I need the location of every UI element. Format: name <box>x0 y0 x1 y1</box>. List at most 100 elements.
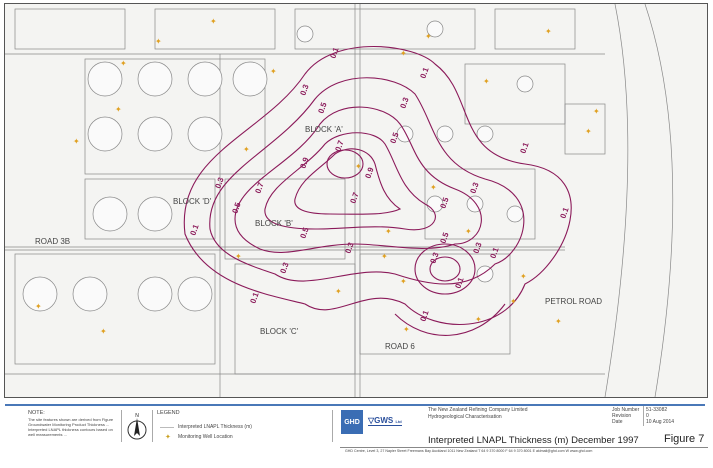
note-heading: NOTE: <box>28 410 45 416</box>
contour-label: 0.7 <box>253 181 265 195</box>
contour-label: 0.7 <box>333 139 345 153</box>
monitoring-well[interactable]: ✦ <box>35 302 42 311</box>
monitoring-well[interactable]: ✦ <box>155 37 162 46</box>
divider <box>340 447 708 448</box>
divider <box>643 406 644 426</box>
monitoring-well[interactable]: ✦ <box>210 17 217 26</box>
tank <box>506 205 524 223</box>
monitoring-well[interactable]: ✦ <box>483 77 490 86</box>
monitoring-well[interactable]: ✦ <box>120 59 127 68</box>
monitoring-well[interactable]: ✦ <box>381 252 388 261</box>
contour-label: 0.3 <box>298 83 310 97</box>
tank <box>187 116 223 152</box>
contour-label: 0.3 <box>468 181 480 195</box>
monitoring-well[interactable]: ✦ <box>510 297 517 306</box>
contour-label: 0.5 <box>388 131 400 145</box>
map-canvas: BLOCK 'D'BLOCK 'B'BLOCK 'C'BLOCK 'A'ROAD… <box>5 4 674 397</box>
tank <box>396 125 414 143</box>
monitoring-well[interactable]: ✦ <box>520 272 527 281</box>
revision-label: Revision <box>612 413 632 419</box>
monitoring-well[interactable]: ✦ <box>545 27 552 36</box>
contour-label: 0.5 <box>438 196 450 210</box>
contour-label: 0.1 <box>188 223 200 237</box>
contour-label: 0.9 <box>298 156 310 170</box>
monitoring-well[interactable]: ✦ <box>403 325 410 334</box>
contour-label: 0.3 <box>398 96 410 110</box>
date: 10 Aug 2014 <box>646 419 675 425</box>
contour-label: 0.1 <box>518 141 530 155</box>
contour-label: 0.9 <box>363 166 375 180</box>
job-number: 51-33082 <box>646 407 668 413</box>
tank <box>476 125 494 143</box>
contour-label: 0.1 <box>328 46 340 60</box>
site-map: BLOCK 'D'BLOCK 'B'BLOCK 'C'BLOCK 'A'ROAD… <box>4 3 708 398</box>
gws-logo: ▽GWS Ltd <box>368 416 402 426</box>
monitoring-well[interactable]: ✦ <box>555 317 562 326</box>
monitoring-well[interactable]: ✦ <box>243 145 250 154</box>
tank <box>232 61 268 97</box>
monitoring-well[interactable]: ✦ <box>355 162 362 171</box>
figure-number: Figure 7 <box>664 433 705 445</box>
monitoring-well[interactable]: ✦ <box>465 227 472 236</box>
tank <box>137 196 173 232</box>
monitoring-well[interactable]: ✦ <box>475 315 482 324</box>
monitoring-well[interactable]: ✦ <box>400 277 407 286</box>
contour-label: 0.3 <box>428 251 440 265</box>
tank <box>426 20 444 38</box>
contour-labels: 0.10.10.10.10.10.10.10.10.30.30.30.30.30… <box>188 46 570 323</box>
legend-heading: LEGEND <box>157 410 180 416</box>
block-label: BLOCK 'A' <box>305 125 343 134</box>
monitoring-well[interactable]: ✦ <box>270 67 277 76</box>
tank <box>92 196 128 232</box>
contour-label: 0.1 <box>418 66 430 80</box>
tank <box>22 276 58 312</box>
lnapl-contours <box>183 46 572 336</box>
gws-logo-text: GWS <box>374 416 394 425</box>
legend-item-well: Monitoring Well Location <box>178 434 233 440</box>
client-name: The New Zealand Refining Company Limited <box>428 407 528 413</box>
note-text: The site features shown are derived from… <box>28 417 114 437</box>
block-label: BLOCK 'B' <box>255 219 293 228</box>
contour-label: 0.1 <box>488 246 500 260</box>
project-name: Hydrogeological Characterisation <box>428 414 502 420</box>
revision: 0 <box>646 413 649 419</box>
divider <box>121 410 122 442</box>
monitoring-well[interactable]: ✦ <box>593 107 600 116</box>
monitoring-well[interactable]: ✦ <box>235 252 242 261</box>
monitoring-well[interactable]: ✦ <box>430 183 437 192</box>
contour-label: 0.1 <box>453 276 465 290</box>
title-block-rule <box>5 404 705 406</box>
road-label: PETROL ROAD <box>545 297 602 306</box>
monitoring-well[interactable]: ✦ <box>335 287 342 296</box>
monitoring-well[interactable]: ✦ <box>100 327 107 336</box>
tank <box>137 61 173 97</box>
monitoring-well[interactable]: ✦ <box>73 137 80 146</box>
tank <box>177 276 213 312</box>
legend-item-contour: Interpreted LNAPL Thickness (m) <box>178 424 252 430</box>
monitoring-wells: ✦ ✦ ✦ ✦ ✦ ✦ ✦ ✦ ✦ ✦ ✦ ✦ ✦ ✦ ✦ ✦ ✦ ✦ ✦ ✦ ✦ ✦ ✦ ✦ ✦ ✦ ✦ ✦ <box>35 17 600 336</box>
contour-label: 0.5 <box>316 101 328 115</box>
road-label: ROAD 3B <box>35 237 70 246</box>
contour-label: 0.3 <box>278 261 290 275</box>
monitoring-well[interactable]: ✦ <box>585 127 592 136</box>
monitoring-well[interactable]: ✦ <box>425 32 432 41</box>
block-label: BLOCK 'C' <box>260 327 299 336</box>
gws-suffix: Ltd <box>395 419 402 424</box>
tank <box>436 125 454 143</box>
date-label: Date <box>612 419 623 425</box>
tank <box>516 75 534 93</box>
contour-label: 0.3 <box>471 241 483 255</box>
contour-label: 0.3 <box>343 241 355 255</box>
tank <box>87 116 123 152</box>
tank <box>137 276 173 312</box>
job-number-label: Job Number <box>612 407 640 413</box>
tank <box>87 61 123 97</box>
divider <box>332 410 333 442</box>
north-arrow-icon: N <box>127 413 147 440</box>
contour-label: 0.1 <box>558 206 570 220</box>
monitoring-well[interactable]: ✦ <box>115 105 122 114</box>
tank <box>137 116 173 152</box>
monitoring-well[interactable]: ✦ <box>400 49 407 58</box>
monitoring-well[interactable]: ✦ <box>385 227 392 236</box>
